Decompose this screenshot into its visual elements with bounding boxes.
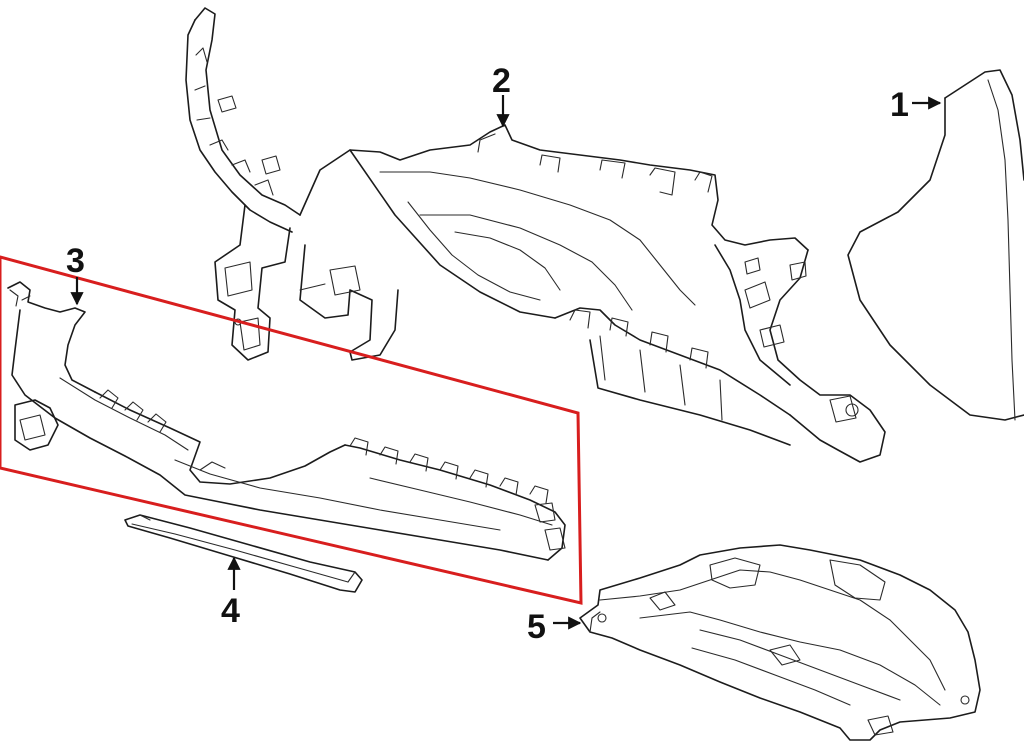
part-1-glove-box — [847, 69, 1024, 421]
callout-1: 1 — [890, 86, 909, 124]
highlight-box — [0, 255, 583, 605]
callout-4: 4 — [221, 592, 240, 630]
part-3-lower-trim-panel — [7, 281, 566, 561]
callout-leaders — [70, 95, 942, 630]
callout-labels: 1 2 3 4 5 — [66, 62, 909, 646]
part-4-trim-strip — [124, 514, 363, 593]
part-2-instrument-panel-carrier — [185, 7, 886, 463]
part-5-lower-bracket — [579, 544, 981, 741]
callout-3: 3 — [66, 242, 85, 280]
callout-5: 5 — [527, 608, 546, 646]
callout-2: 2 — [492, 62, 511, 100]
